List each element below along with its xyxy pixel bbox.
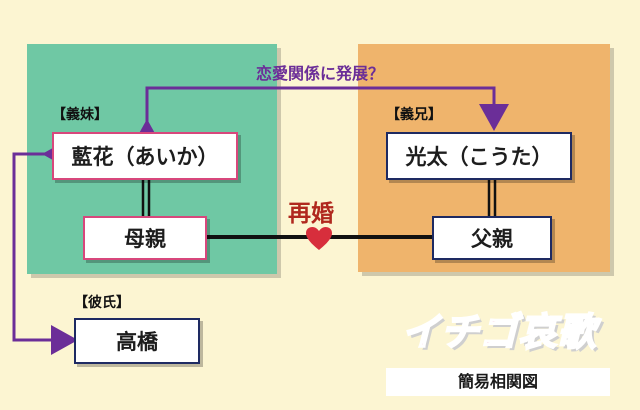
boyfriend-role-label: 【彼氏】 <box>74 295 130 311</box>
brother-role-label: 【義兄】 <box>386 107 442 123</box>
diagram-subtitle: 簡易相関図 <box>386 368 610 396</box>
kouta-box: 光太（こうた） <box>386 132 572 180</box>
mother-label: 母親 <box>124 226 166 251</box>
takahashi-box: 高橋 <box>74 318 200 364</box>
romance-arrow <box>132 86 509 146</box>
kouta-name: 光太（こうた） <box>405 144 553 169</box>
title-logo: イチゴ哀歌 <box>388 300 610 356</box>
father-label: 父親 <box>471 226 513 251</box>
mother-box: 母親 <box>83 216 207 260</box>
aika-box: 藍花（あいか） <box>52 132 238 180</box>
sister-role-label: 【義妹】 <box>52 107 108 123</box>
logo-part-elegy: 哀歌 <box>517 309 597 355</box>
takahashi-name: 高橋 <box>116 329 158 354</box>
father-box: 父親 <box>432 216 552 260</box>
romance-caption: 恋愛関係に発展？ <box>255 64 384 83</box>
boyfriend-arrow <box>12 139 78 355</box>
remarriage-label: 再婚 <box>288 200 334 227</box>
logo-part-strawberry: イチゴ <box>400 309 519 355</box>
aika-name: 藍花（あいか） <box>71 144 219 169</box>
heart-icon <box>306 227 332 250</box>
